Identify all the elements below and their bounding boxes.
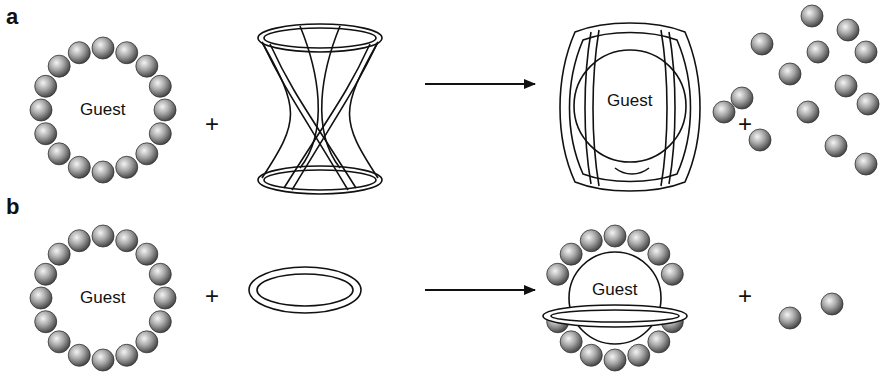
host-guest-complex (543, 252, 687, 344)
guest-label: Guest (78, 288, 127, 309)
plus-sign: + (205, 284, 219, 308)
solvent-sphere (92, 225, 114, 247)
solvent-sphere (149, 263, 171, 285)
solvent-sphere (136, 143, 158, 165)
solvent-sphere (149, 123, 171, 145)
solvent-sphere (807, 41, 829, 63)
plus-sign: + (738, 284, 752, 308)
panel-letter: b (6, 196, 19, 218)
guest-label: Guest (78, 100, 127, 121)
solvent-sphere (35, 263, 57, 285)
solvent-sphere (68, 156, 90, 178)
solvent-sphere (604, 225, 626, 247)
reaction-arrow (425, 83, 535, 85)
solvent-sphere (731, 87, 753, 109)
solvent-sphere (835, 75, 857, 97)
solvent-sphere (825, 135, 847, 157)
released-solvent (713, 5, 879, 329)
solvent-sphere (92, 349, 114, 371)
solvent-sphere (604, 349, 626, 371)
empty-cage (258, 24, 382, 194)
solvent-sphere (628, 230, 650, 252)
panel-letter: a (6, 6, 18, 28)
guest-node: Guest (28, 223, 178, 373)
solvent-sphere (35, 311, 57, 333)
solvent-sphere (661, 263, 683, 285)
solvent-sphere (92, 161, 114, 183)
guest-label: Guest (605, 91, 654, 112)
solvent-sphere (560, 243, 582, 265)
guest-label: Guest (590, 280, 639, 301)
solvent-sphere (154, 99, 176, 121)
solvent-sphere (136, 243, 158, 265)
solvent-sphere (779, 63, 801, 85)
solvent-sphere (648, 331, 670, 353)
solvent-sphere (154, 287, 176, 309)
complex-node: Guest (540, 223, 690, 373)
cage-node: Guest (555, 18, 705, 192)
solvent-sphere (92, 37, 114, 59)
solvent-sphere (48, 331, 70, 353)
reaction-arrow (425, 289, 535, 291)
solvent-sphere (855, 41, 877, 63)
solvent-sphere (751, 33, 773, 55)
solvent-sphere (136, 331, 158, 353)
guest-node: Guest (28, 35, 178, 185)
solvent-sphere (116, 344, 138, 366)
solvent-sphere (797, 101, 819, 123)
solvent-sphere (749, 129, 771, 151)
solvent-sphere (821, 293, 843, 315)
solvent-sphere (48, 55, 70, 77)
solvent-sphere (855, 153, 877, 175)
solvent-sphere (628, 344, 650, 366)
solvent-sphere (837, 19, 859, 41)
solvent-sphere (149, 311, 171, 333)
filled-cage (560, 23, 700, 191)
plus-sign: + (205, 112, 219, 136)
solvent-sphere (68, 230, 90, 252)
solvent-sphere (713, 101, 735, 123)
solvent-sphere (857, 93, 879, 115)
solvent-sphere (580, 230, 602, 252)
solvent-sphere (116, 230, 138, 252)
solvent-sphere (48, 143, 70, 165)
solvent-sphere (35, 75, 57, 97)
solvent-sphere (30, 99, 52, 121)
solvent-sphere (136, 55, 158, 77)
solvent-sphere (547, 263, 569, 285)
solvent-sphere (68, 42, 90, 64)
solvent-sphere (116, 156, 138, 178)
solvent-sphere (779, 307, 801, 329)
solvent-sphere (801, 5, 823, 27)
plus-sign: + (738, 112, 752, 136)
solvent-sphere (560, 331, 582, 353)
solvent-sphere (30, 287, 52, 309)
macrocycle-ring (249, 267, 361, 313)
solvent-sphere (149, 75, 171, 97)
solvent-sphere (116, 42, 138, 64)
solvent-sphere (580, 344, 602, 366)
solvent-sphere (48, 243, 70, 265)
solvent-sphere (648, 243, 670, 265)
solvent-sphere (68, 344, 90, 366)
solvent-sphere (35, 123, 57, 145)
